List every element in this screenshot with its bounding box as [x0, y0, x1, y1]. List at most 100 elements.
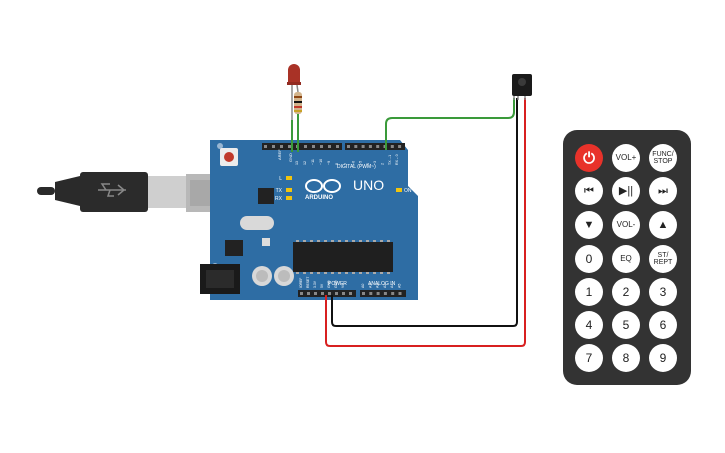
chip-pin	[324, 272, 327, 274]
arduino-uno-board[interactable]: L TX RX ON UNO ARDUINO DIGITAL (PWM~) PO…	[200, 140, 418, 300]
digital-pin-label: ~10	[319, 159, 323, 165]
header-pin[interactable]	[314, 292, 317, 295]
header-pin[interactable]	[320, 145, 323, 148]
header-pin[interactable]	[312, 145, 315, 148]
next-icon: ⏭	[658, 184, 668, 197]
chip-pin	[345, 240, 348, 242]
analog-pin-label: A5	[398, 284, 402, 288]
chip-pin	[352, 272, 355, 274]
power-label: POWER	[328, 281, 347, 287]
play-pause-icon: ▶||	[618, 184, 634, 197]
header-pin[interactable]	[362, 292, 365, 295]
header-pin[interactable]	[347, 145, 350, 148]
digit-2-button[interactable]: 2	[612, 278, 640, 306]
digit-9-button[interactable]: 9	[649, 344, 677, 372]
chip-pin	[366, 272, 369, 274]
play-pause-button[interactable]: ▶||	[612, 177, 640, 205]
digital-pin-label: ~11	[311, 159, 315, 165]
atmega-chip	[293, 242, 393, 272]
header-pin[interactable]	[354, 145, 358, 148]
resistor[interactable]	[294, 92, 302, 114]
header-pin[interactable]	[398, 292, 402, 295]
header-pin[interactable]	[307, 292, 310, 295]
header-pin[interactable]	[336, 145, 339, 148]
header-pin[interactable]	[321, 292, 324, 295]
chip-pin	[373, 272, 376, 274]
down-button[interactable]: ▼	[575, 211, 603, 239]
header-pin[interactable]	[361, 145, 365, 148]
digital-pin-label: 2	[381, 163, 385, 165]
next-button[interactable]: ⏭	[649, 177, 677, 205]
red-led[interactable]	[287, 64, 301, 120]
chip-pin	[359, 272, 362, 274]
chip-pin	[296, 272, 299, 274]
led-rx-label: RX	[275, 196, 283, 202]
power-pin-label: GND	[327, 280, 331, 288]
usb-cable[interactable]	[37, 172, 232, 212]
black-wire-gnd[interactable]	[331, 98, 518, 327]
digit-6-button[interactable]: 6	[649, 311, 677, 339]
vol-down-button[interactable]: VOL-	[612, 211, 640, 239]
arduino-logo-icon	[305, 179, 341, 193]
digit-1-button[interactable]: 1	[575, 278, 603, 306]
header-pin[interactable]	[300, 292, 303, 295]
digit-0-button[interactable]: 0	[575, 245, 603, 273]
wires	[291, 98, 526, 347]
analog-pin-label: A3	[383, 284, 387, 288]
header-pin[interactable]	[264, 145, 267, 148]
header-pin[interactable]	[398, 145, 402, 148]
up-arrow-icon: ▲	[657, 218, 669, 231]
analog-pin-label: A4	[390, 284, 394, 288]
header-pin[interactable]	[328, 145, 331, 148]
voltage-regulator	[225, 240, 243, 256]
chip-pin	[303, 272, 306, 274]
header-pin[interactable]	[369, 292, 373, 295]
down-arrow-icon: ▼	[583, 218, 595, 231]
header-pin[interactable]	[304, 145, 307, 148]
green-wire-ir-signal[interactable]	[385, 98, 515, 150]
header-pin[interactable]	[383, 292, 387, 295]
vol-up-button[interactable]: VOL+	[612, 144, 640, 172]
chip-pin	[317, 240, 320, 242]
up-button[interactable]: ▲	[649, 211, 677, 239]
digit-4-button[interactable]: 4	[575, 311, 603, 339]
red-wire-5v[interactable]	[325, 98, 526, 347]
prev-button[interactable]: ⏮	[575, 177, 603, 205]
digit-3-button[interactable]: 3	[649, 278, 677, 306]
func-stop-button[interactable]: FUNC/STOP	[649, 144, 677, 172]
digital-pin-label: 4	[366, 163, 370, 165]
power-button[interactable]: ⏻	[575, 144, 603, 172]
header-pin[interactable]	[280, 145, 283, 148]
header-pin[interactable]	[335, 292, 338, 295]
power-pin-label: RESET	[306, 277, 310, 288]
digital-pin-label: ~6	[351, 161, 355, 165]
header-pin[interactable]	[349, 292, 352, 295]
chip-pin	[380, 240, 383, 242]
header-pin[interactable]	[376, 145, 380, 148]
power-pin-label: GND	[334, 280, 338, 288]
chip-pin	[380, 272, 383, 274]
header-pin[interactable]	[272, 145, 275, 148]
header-pin[interactable]	[288, 145, 291, 148]
ir-receiver[interactable]	[512, 74, 532, 100]
digital-pin-label: TX→1	[388, 155, 392, 165]
chip-pin	[387, 272, 390, 274]
header-pin[interactable]	[390, 145, 394, 148]
digital-header-label: DIGITAL (PWM~)	[337, 164, 376, 170]
header-pin[interactable]	[328, 292, 331, 295]
digit-8-button[interactable]: 8	[612, 344, 640, 372]
analog-in-label: ANALOG IN	[368, 281, 396, 287]
digit-5-button[interactable]: 5	[612, 311, 640, 339]
header-pin[interactable]	[376, 292, 380, 295]
header-pin[interactable]	[368, 145, 372, 148]
chip-pin	[310, 240, 313, 242]
chip-pin	[345, 272, 348, 274]
digit-7-button[interactable]: 7	[575, 344, 603, 372]
header-pin[interactable]	[391, 292, 395, 295]
st-rept-button[interactable]: ST/REPT	[649, 245, 677, 273]
chip-pin	[338, 240, 341, 242]
power-pin-label: 5V	[320, 283, 324, 288]
digital-pin-label: ~9	[327, 161, 331, 165]
eq-button[interactable]: EQ	[612, 245, 640, 273]
header-pin[interactable]	[342, 292, 345, 295]
